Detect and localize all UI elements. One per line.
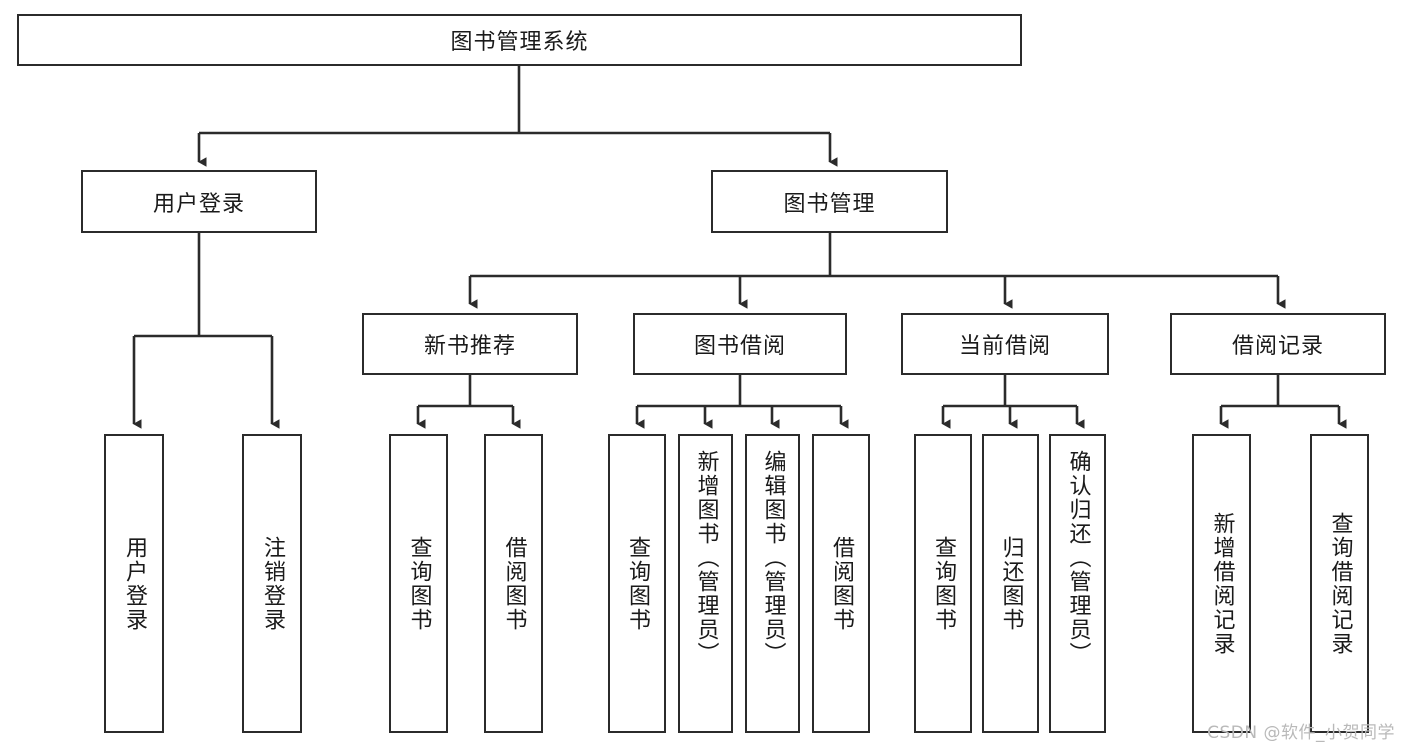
node-borrow-records-label: 借阅记录 <box>1231 334 1324 359</box>
node-book-borrow[interactable]: 图书借阅 <box>633 313 847 375</box>
node-new-book-recommend[interactable]: 新书推荐 <box>362 313 578 375</box>
node-book-management[interactable]: 图书管理 <box>711 170 948 233</box>
node-book-management-label: 图书管理 <box>783 191 876 217</box>
leaf-logout-login[interactable]: 注销登录 <box>242 434 302 733</box>
node-borrow-records[interactable]: 借阅记录 <box>1170 313 1386 375</box>
csdn-watermark: CSDN @软件_小贺同学 <box>1207 723 1395 743</box>
leaf-borrow-book[interactable]: 借阅图书 <box>812 434 870 733</box>
leaf-borrow-book-label: 借阅图书 <box>828 535 854 632</box>
node-new-book-recommend-label: 新书推荐 <box>423 334 516 359</box>
leaf-add-book-admin[interactable]: 新增图书（管理员） <box>678 434 733 733</box>
node-root[interactable]: 图书管理系统 <box>17 14 1022 66</box>
leaf-logout-login-label: 注销登录 <box>259 535 285 632</box>
leaf-confirm-return-admin[interactable]: 确认归还（管理员） <box>1049 434 1106 733</box>
node-current-borrow[interactable]: 当前借阅 <box>901 313 1109 375</box>
leaf-add-borrow-record-label: 新增借阅记录 <box>1209 511 1235 656</box>
leaf-edit-book-admin[interactable]: 编辑图书（管理员） <box>745 434 800 733</box>
leaf-query-book-recommend[interactable]: 查询图书 <box>389 434 448 733</box>
node-book-borrow-label: 图书借阅 <box>693 334 786 359</box>
node-root-label: 图书管理系统 <box>450 30 589 55</box>
leaf-borrow-book-recommend-label: 借阅图书 <box>501 535 527 632</box>
leaf-user-login-label: 用户登录 <box>121 535 147 632</box>
leaf-confirm-return-admin-label: 确认归还（管理员） <box>1065 450 1091 666</box>
leaf-query-borrow-record[interactable]: 查询借阅记录 <box>1310 434 1369 733</box>
leaf-edit-book-admin-label: 编辑图书（管理员） <box>760 450 786 666</box>
leaf-query-book-current[interactable]: 查询图书 <box>914 434 972 733</box>
leaf-query-book-label: 查询图书 <box>624 535 650 632</box>
leaf-borrow-book-recommend[interactable]: 借阅图书 <box>484 434 543 733</box>
leaf-return-book[interactable]: 归还图书 <box>982 434 1039 733</box>
node-user-login[interactable]: 用户登录 <box>81 170 317 233</box>
leaf-query-book-recommend-label: 查询图书 <box>406 535 432 632</box>
leaf-add-book-admin-label: 新增图书（管理员） <box>693 450 719 666</box>
leaf-query-borrow-record-label: 查询借阅记录 <box>1327 511 1353 656</box>
leaf-user-login[interactable]: 用户登录 <box>104 434 164 733</box>
leaf-return-book-label: 归还图书 <box>998 535 1024 632</box>
leaf-query-book-current-label: 查询图书 <box>930 535 956 632</box>
leaf-query-book[interactable]: 查询图书 <box>608 434 666 733</box>
node-current-borrow-label: 当前借阅 <box>958 334 1051 359</box>
node-user-login-label: 用户登录 <box>152 191 245 217</box>
leaf-add-borrow-record[interactable]: 新增借阅记录 <box>1192 434 1251 733</box>
